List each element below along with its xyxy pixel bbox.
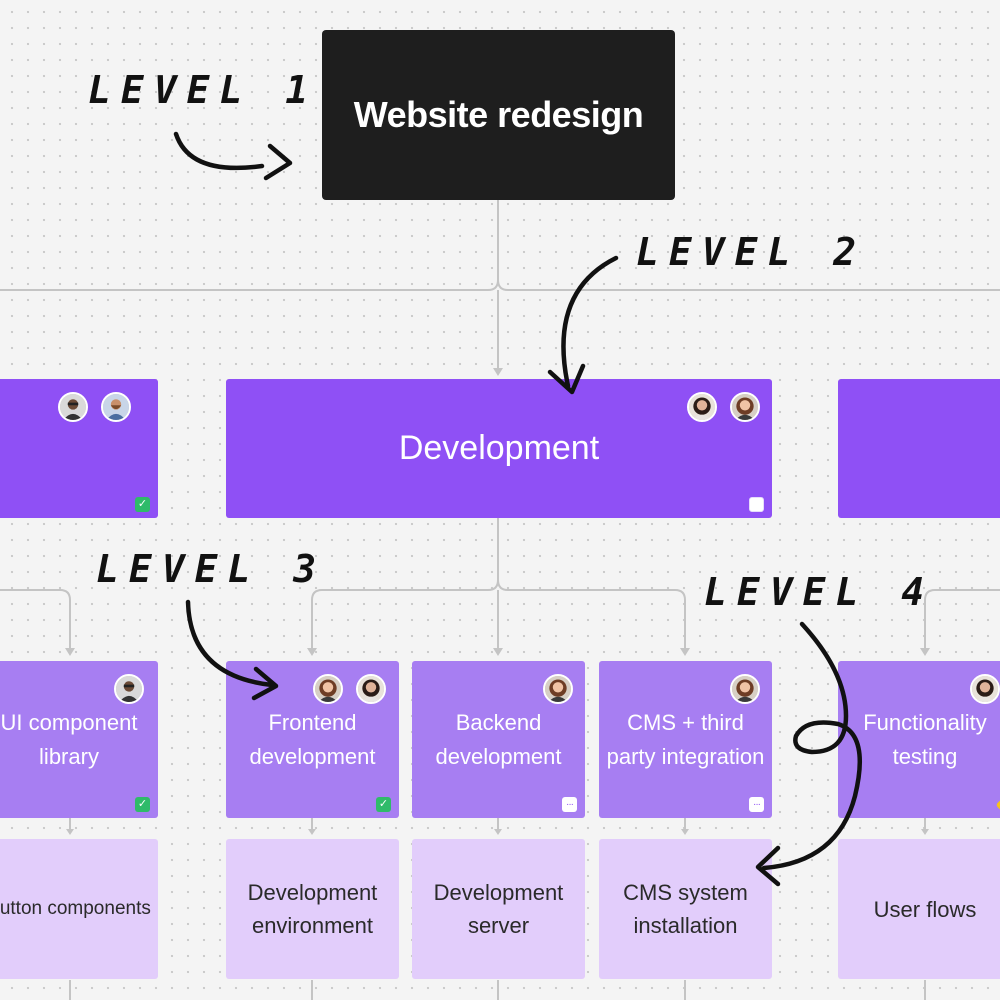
woman-dark-hair-avatar[interactable]: [356, 674, 386, 704]
node-website-redesign[interactable]: Website redesign: [322, 30, 675, 200]
woman-dark-hair-avatar[interactable]: [687, 392, 717, 422]
node-label: CMS + third party integration: [606, 709, 765, 769]
status-todo-icon[interactable]: [749, 497, 764, 512]
status-done-icon[interactable]: ✓: [135, 497, 150, 512]
node-label: Backend development: [435, 709, 562, 769]
node-label: Development: [398, 429, 600, 467]
node-label: Development server: [433, 880, 564, 938]
assignees: [313, 674, 386, 704]
node-ui-component-library[interactable]: UI component library ✓: [0, 661, 158, 818]
status-in-progress-icon[interactable]: ···: [562, 797, 577, 812]
status-in-progress-icon[interactable]: ···: [749, 797, 764, 812]
status-done-icon[interactable]: ✓: [376, 797, 391, 812]
annotation-level-2: LEVEL 2: [636, 230, 867, 274]
node-cms-third-party-integration[interactable]: CMS + third party integration ···: [599, 661, 772, 818]
node-development-environment[interactable]: Development environment: [226, 839, 399, 979]
node-functionality-testing[interactable]: Functionality testing !: [838, 661, 1000, 818]
woman-brown-hair-avatar[interactable]: [313, 674, 343, 704]
node-level2-left[interactable]: ✓: [0, 379, 158, 518]
node-label: Button components: [0, 898, 151, 919]
man-beard-avatar[interactable]: [101, 392, 131, 422]
annotation-level-4: LEVEL 4: [704, 570, 935, 614]
assignees: [730, 674, 760, 704]
node-label: Development environment: [247, 880, 378, 938]
node-cms-system-installation[interactable]: CMS system installation: [599, 839, 772, 979]
woman-dark-hair-avatar[interactable]: [970, 674, 1000, 704]
woman-brown-hair-avatar[interactable]: [730, 392, 760, 422]
assignees: [114, 674, 144, 704]
woman-brown-hair-avatar[interactable]: [543, 674, 573, 704]
assignees: [687, 392, 760, 422]
annotation-level-1: LEVEL 1: [88, 68, 319, 112]
node-backend-development[interactable]: Backend development ···: [412, 661, 585, 818]
annotation-level-3: LEVEL 3: [96, 547, 327, 591]
man-glasses-avatar[interactable]: [114, 674, 144, 704]
node-label: Frontend development: [249, 709, 376, 769]
man-glasses-avatar[interactable]: [58, 392, 88, 422]
node-development-server[interactable]: Development server: [412, 839, 585, 979]
node-label: Functionality testing: [863, 709, 987, 769]
assignees: [543, 674, 573, 704]
status-warning-icon[interactable]: !: [995, 796, 1000, 814]
node-development[interactable]: Development: [226, 379, 772, 518]
node-user-flows[interactable]: User flows: [838, 839, 1000, 979]
status-done-icon[interactable]: ✓: [135, 797, 150, 812]
node-label: UI component library: [0, 709, 138, 769]
assignees: [58, 392, 131, 422]
node-button-components[interactable]: Button components: [0, 839, 158, 979]
node-label: User flows: [873, 896, 977, 922]
node-frontend-development[interactable]: Frontend development ✓: [226, 661, 399, 818]
node-level2-right[interactable]: [838, 379, 1000, 518]
assignees: [970, 674, 1000, 704]
node-label: Website redesign: [353, 94, 644, 135]
node-label: CMS system installation: [623, 880, 748, 938]
woman-brown-hair-avatar[interactable]: [730, 674, 760, 704]
